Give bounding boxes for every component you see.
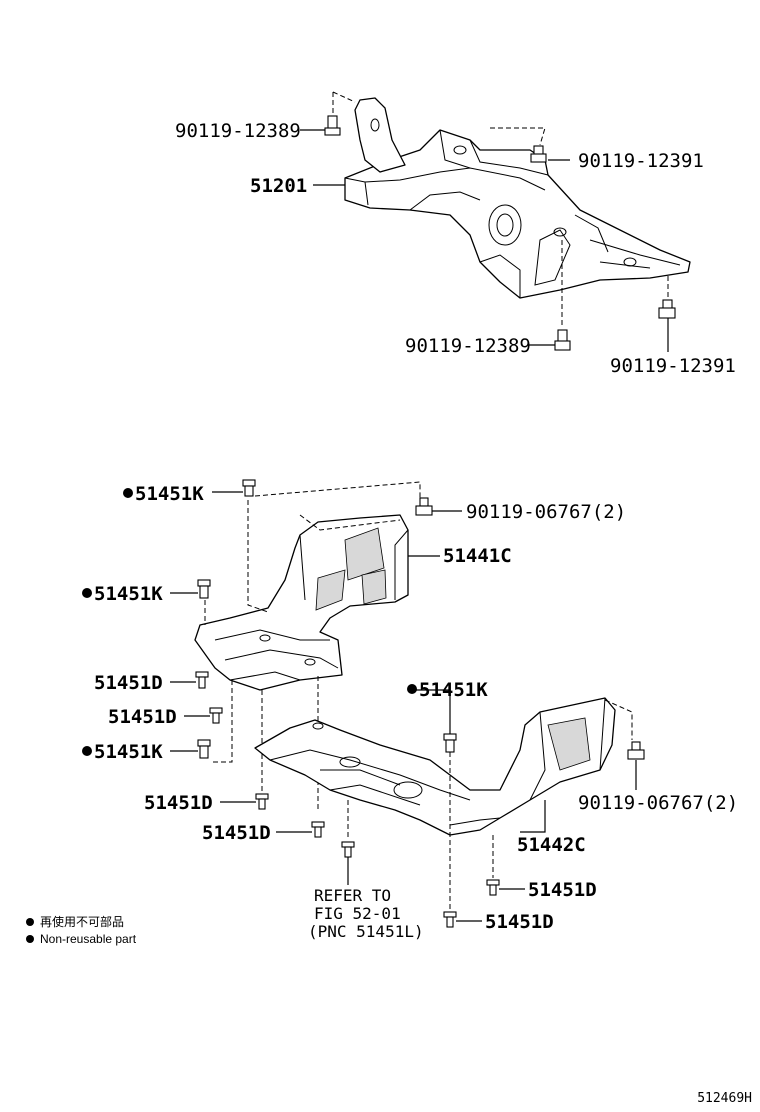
non-reusable-dot-icon bbox=[123, 488, 133, 498]
callout-bolt-top-right: 90119-12391 bbox=[578, 150, 704, 172]
non-reusable-dot-icon bbox=[82, 588, 92, 598]
clip-k3-icon bbox=[197, 739, 211, 759]
callout-clip-k2: 51451K bbox=[94, 583, 163, 605]
bolt-right-bottom-icon bbox=[658, 299, 676, 319]
screw-d6-icon bbox=[443, 911, 457, 928]
callout-screw-d1: 51451D bbox=[94, 672, 163, 694]
callout-screw-d2: 51451D bbox=[108, 706, 177, 728]
callout-clip-k4: 51451K bbox=[419, 679, 488, 701]
callout-screw-d6: 51451D bbox=[485, 911, 554, 933]
clip-k1-icon bbox=[242, 479, 256, 497]
callout-bolt-rear-cover: 90119-06767(2) bbox=[578, 792, 738, 814]
callout-screw-d4: 51451D bbox=[202, 822, 271, 844]
callout-bolt-top-left: 90119-12389 bbox=[175, 120, 301, 142]
rear-cover-illustration bbox=[254, 697, 616, 836]
screw-d2-icon bbox=[209, 707, 223, 724]
legend-japanese: 再使用不可部品 bbox=[40, 914, 124, 929]
crossmember-illustration bbox=[344, 97, 691, 299]
non-reusable-dot-icon bbox=[82, 746, 92, 756]
screw-d1-icon bbox=[195, 671, 209, 689]
callout-bolt-right-bottom: 90119-12391 bbox=[610, 355, 736, 377]
reference-note-line2: FIG 52-01 bbox=[314, 904, 401, 923]
legend-dot-icon bbox=[26, 935, 34, 943]
screw-d3-icon bbox=[255, 793, 269, 810]
screw-d5-icon bbox=[486, 879, 500, 896]
callout-crossmember: 51201 bbox=[250, 175, 307, 197]
screw-d4-icon bbox=[311, 821, 325, 838]
clip-k4-icon bbox=[443, 733, 457, 753]
bolt-top-left-icon bbox=[324, 115, 341, 136]
reference-note-line3: (PNC 51451L) bbox=[308, 922, 424, 941]
callout-rear-cover: 51442C bbox=[517, 834, 586, 856]
bolt-front-cover-icon bbox=[415, 497, 433, 516]
callout-bolt-front-cover: 90119-06767(2) bbox=[466, 501, 626, 523]
bolt-rear-cover-icon bbox=[627, 741, 645, 760]
diagram-id: 512469H bbox=[697, 1091, 752, 1106]
clip-k2-icon bbox=[197, 579, 211, 599]
callout-clip-k3: 51451K bbox=[94, 741, 163, 763]
callout-screw-d3: 51451D bbox=[144, 792, 213, 814]
bolt-top-right-icon bbox=[530, 145, 547, 163]
callout-screw-d5: 51451D bbox=[528, 879, 597, 901]
callout-bolt-mid-bottom: 90119-12389 bbox=[405, 335, 531, 357]
bolt-mid-bottom-icon bbox=[554, 329, 571, 351]
screw-ref-icon bbox=[341, 841, 355, 858]
non-reusable-dot-icon bbox=[407, 684, 417, 694]
legend-dot-icon bbox=[26, 918, 34, 926]
callout-clip-k1: 51451K bbox=[135, 483, 204, 505]
callout-front-cover: 51441C bbox=[443, 545, 512, 567]
front-cover-illustration bbox=[194, 514, 409, 691]
legend-english: Non-reusable part bbox=[40, 932, 137, 946]
reference-note-line1: REFER TO bbox=[314, 886, 391, 905]
